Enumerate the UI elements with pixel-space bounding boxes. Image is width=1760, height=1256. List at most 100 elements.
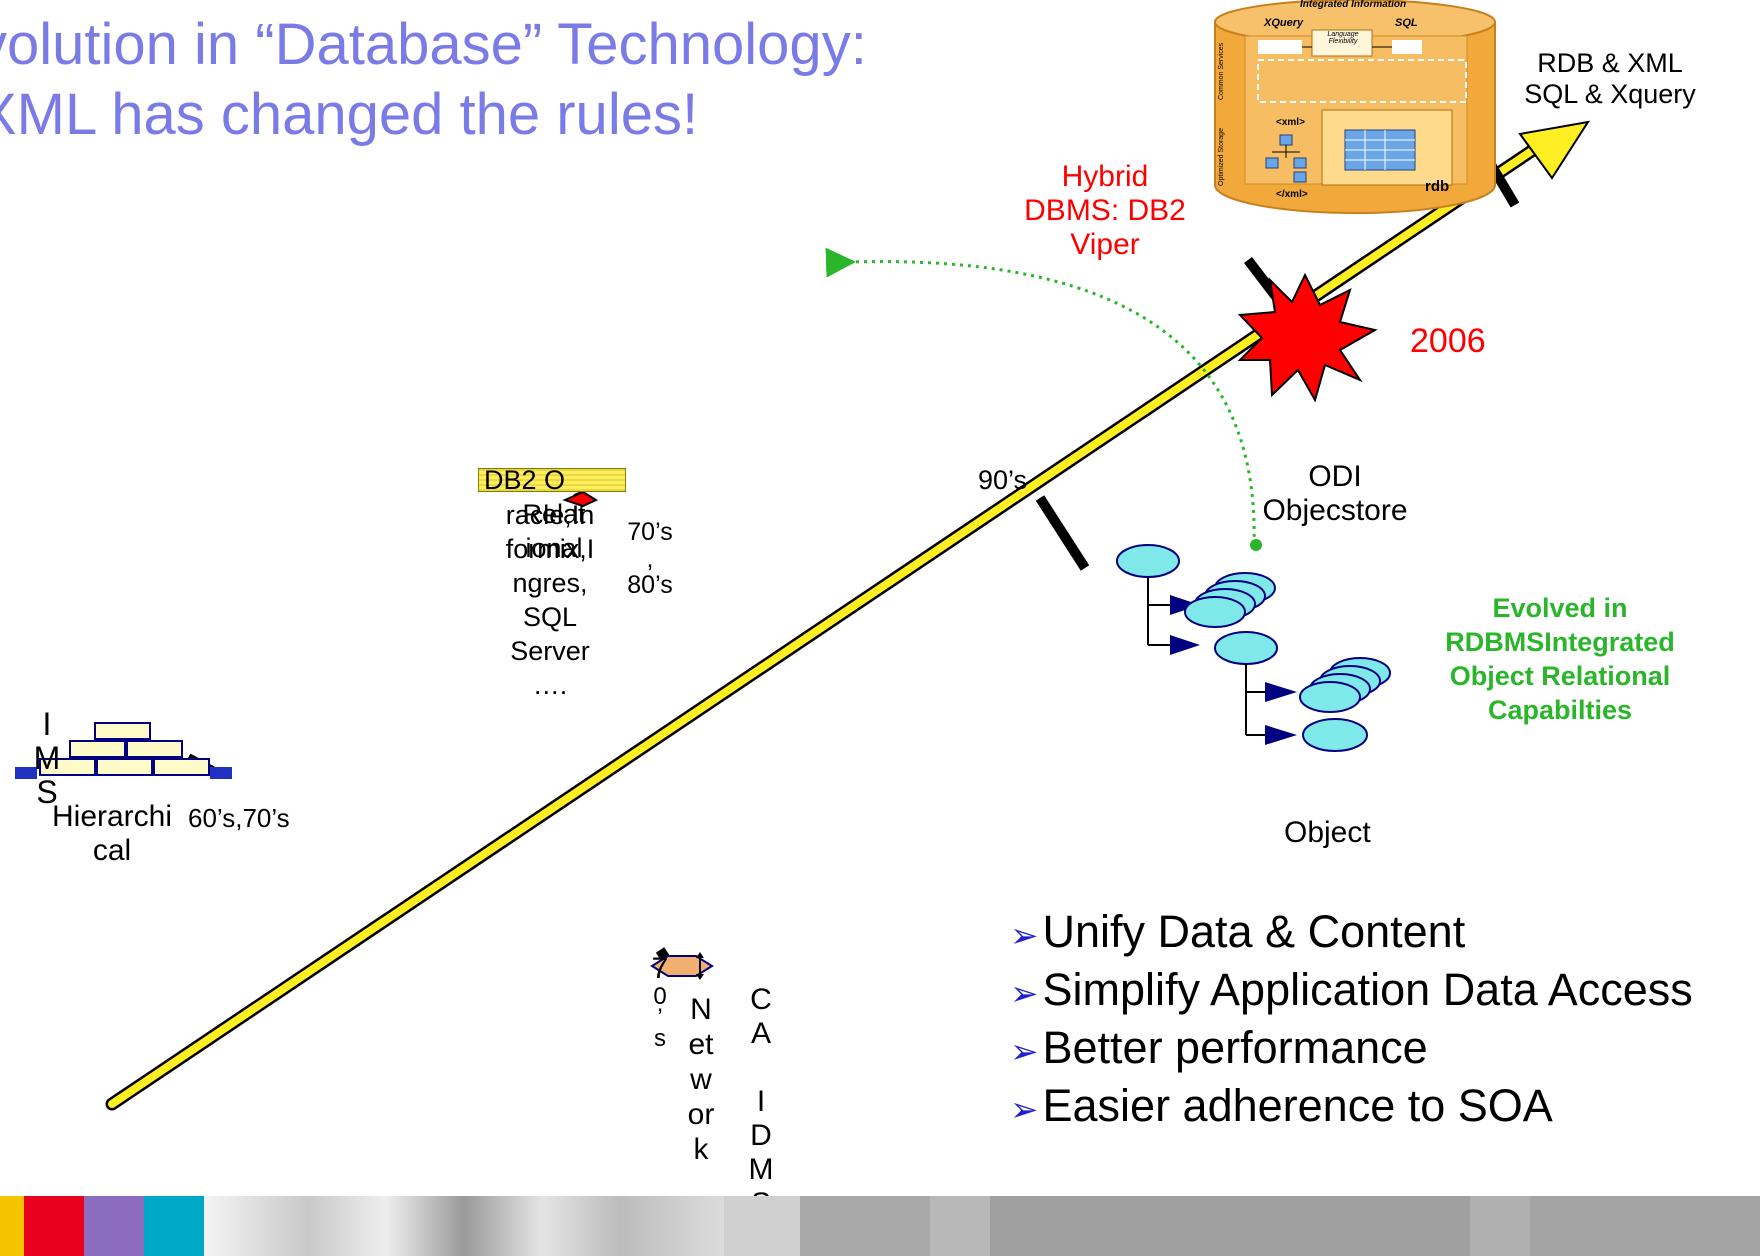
footer-block [930, 1196, 990, 1256]
relational-era-line: , [646, 545, 654, 573]
relational-vendor-line: formix,I [505, 534, 595, 564]
relational-vendor-line: …. [532, 670, 568, 700]
bullet-arrow-icon: ➢ [1010, 1091, 1039, 1129]
ca-idms-char: M [748, 1153, 774, 1186]
footer-block [1470, 1196, 1530, 1256]
hierarchical-label: Hierarchi cal [32, 800, 192, 868]
footer-block [0, 1196, 24, 1256]
list-item-text: Easier adherence to SOA [1042, 1080, 1553, 1131]
relational-overlap-line: Relat [522, 499, 586, 529]
odi-line-2: Objecstore [1262, 494, 1408, 527]
page-title: volution in “Database” Technology: XML h… [0, 10, 867, 150]
relational-era-line: 80’s [627, 571, 673, 599]
footer-block [24, 1196, 84, 1256]
ca-idms-char [744, 1051, 778, 1085]
db-center-label: Language Flexibility [1327, 31, 1359, 45]
db-side-label-1: Common Services [1218, 42, 1225, 100]
network-era-char: 7 [651, 952, 669, 985]
network-era-char: ’ [657, 1004, 663, 1031]
relational-box [478, 468, 626, 492]
relational-era-line: 70’s [627, 518, 673, 546]
bullet-arrow-icon: ➢ [1010, 1033, 1039, 1071]
title-line-1: volution in “Database” Technology: [0, 12, 867, 77]
hybrid-dbms-label: Hybrid DBMS: DB2 Viper [995, 160, 1215, 262]
starburst-icon [1237, 272, 1378, 403]
list-item-text: Better performance [1042, 1022, 1428, 1073]
network-label: N et w or k [681, 992, 721, 1167]
bullet-arrow-icon: ➢ [1010, 917, 1039, 955]
relational-vendor-line: SQL [522, 602, 578, 632]
relational-vendor-line: Server [510, 636, 590, 666]
footer-block [84, 1196, 144, 1256]
benefits-list: ➢Unify Data & Content ➢Simplify Applicat… [1010, 905, 1693, 1137]
ca-idms-char: A [750, 1017, 771, 1050]
evolved-line-4: Capabilties [1487, 695, 1633, 725]
rdb-xml-line-1: RDB & XML [1537, 48, 1683, 78]
hybrid-line-2: DBMS: DB2 [1024, 194, 1186, 227]
ca-idms-char: I [756, 1085, 766, 1118]
hierarchical-line: cal [92, 834, 132, 867]
db-side-label-2: Optimized Storage [1218, 128, 1225, 186]
ca-idms-char: C [750, 983, 772, 1016]
list-item-text: Simplify Application Data Access [1042, 964, 1693, 1015]
relational-vendors: racle,In formix,I ngres, SQL Server …. [480, 498, 620, 702]
rdb-xml-line-2: SQL & Xquery [1524, 79, 1696, 109]
relational-box-label: DB2 O [484, 465, 566, 495]
list-item: ➢Unify Data & Content [1010, 905, 1693, 963]
list-item: ➢Simplify Application Data Access [1010, 963, 1693, 1021]
ims-letter: M [33, 740, 61, 776]
ims-letter: S [36, 774, 58, 810]
relational-era: 70’s , 80’s [622, 516, 678, 602]
hybrid-line-3: Viper [1070, 228, 1140, 261]
network-char: w [690, 1063, 712, 1096]
network-era: 7 0 ’ s [647, 954, 673, 1052]
network-era-char: s [654, 1025, 666, 1052]
bullet-arrow-icon: ➢ [1010, 975, 1039, 1013]
title-line-2: XML has changed the rules! [0, 82, 699, 147]
evolved-line-1: Evolved in [1492, 593, 1628, 623]
odi-line-1: ODI [1308, 460, 1362, 493]
relational-overlap-text: Relat ional [494, 497, 614, 565]
network-char: k [693, 1133, 709, 1166]
db-xml-close-tag: </xml> [1276, 189, 1308, 200]
ims-letters: I M S [30, 707, 64, 809]
relational-vendor-line: ngres, [512, 568, 588, 598]
footer-block [724, 1196, 800, 1256]
network-link-icon [650, 952, 714, 980]
migration-arrow [825, 247, 1256, 546]
network-char: N [690, 993, 712, 1026]
era-90s-label: 90’s [978, 465, 1028, 495]
odi-objecstore-label: ODI Objecstore [1240, 460, 1430, 528]
hierarchical-line: Hierarchi [51, 800, 173, 833]
object-label: Object [1284, 816, 1371, 849]
db-rdb-label: rdb [1425, 178, 1450, 195]
list-item-text: Unify Data & Content [1042, 906, 1466, 957]
rdb-xml-label: RDB & XML SQL & Xquery [1500, 48, 1720, 110]
db-sql-label: SQL [1395, 17, 1418, 29]
hybrid-line-1: Hybrid [1061, 160, 1149, 193]
db-xquery-label: XQuery [1264, 17, 1304, 29]
database-cylinder-icon [1214, 0, 1496, 214]
network-era-char: 0 [653, 983, 667, 1010]
network-char: or [687, 1098, 715, 1131]
list-item: ➢Easier adherence to SOA [1010, 1079, 1693, 1137]
footer-photo-strip [204, 1196, 724, 1256]
footer-block [1530, 1196, 1760, 1256]
footer-block [800, 1196, 930, 1256]
network-char: et [688, 1028, 714, 1061]
list-item: ➢Better performance [1010, 1021, 1693, 1079]
db-header-label: Integrated Information [1300, 0, 1407, 10]
evolved-line-2: RDBMSIntegrated [1445, 627, 1675, 657]
footer-color-strip [0, 1196, 1760, 1256]
relational-overlap-line: ional [525, 533, 583, 563]
footer-block [144, 1196, 204, 1256]
relational-vendor-line: racle,In [505, 500, 595, 530]
object-hierarchy-icon [1116, 544, 1391, 752]
evolved-label: Evolved in RDBMSIntegrated Object Relati… [1410, 591, 1710, 727]
brick-stack-icon [15, 722, 232, 779]
footer-block [990, 1196, 1470, 1256]
ims-letter: I [42, 706, 52, 742]
hierarchical-era: 60’s,70’s [188, 803, 290, 833]
year-2006-label: 2006 [1410, 322, 1486, 360]
